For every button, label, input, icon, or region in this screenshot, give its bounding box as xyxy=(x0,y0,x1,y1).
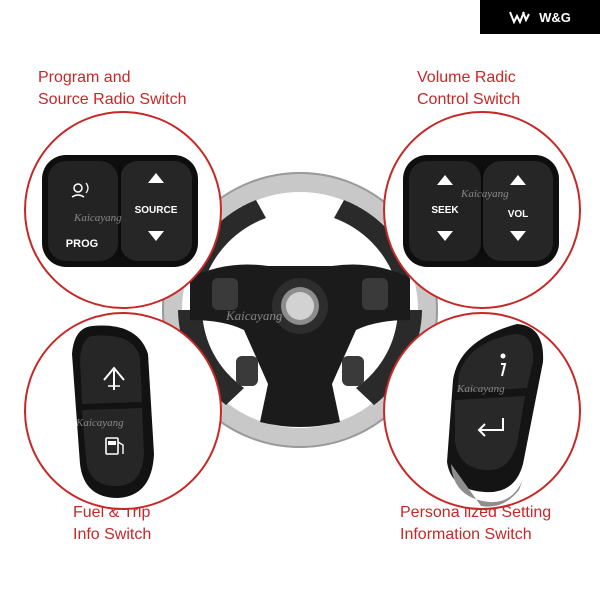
watermark: Kaicayang xyxy=(225,308,283,323)
source-button[interactable] xyxy=(120,161,192,261)
wheel-right-switch xyxy=(362,278,388,310)
wheel-left-switch xyxy=(212,278,238,310)
svg-text:Kaicayang: Kaicayang xyxy=(460,188,509,200)
trip-button[interactable] xyxy=(80,335,142,404)
seek-down-arrow-icon xyxy=(437,231,453,241)
seek-label: SEEK xyxy=(431,205,459,216)
fuel-trip-switch-detail: Kaicayang xyxy=(24,312,222,510)
trip-icon xyxy=(103,366,125,390)
svg-text:Kaicayang: Kaicayang xyxy=(75,417,124,429)
arrow-down-icon xyxy=(148,231,164,241)
brand-banner: W&G xyxy=(480,0,600,34)
info-button[interactable] xyxy=(457,334,534,392)
fuel-button[interactable] xyxy=(82,408,144,486)
svg-text:Kaicayang: Kaicayang xyxy=(456,383,505,395)
info-icon xyxy=(500,353,507,377)
arrow-up-icon xyxy=(148,173,164,183)
volume-control-switch-detail: SEEK VOL Kaicayang xyxy=(383,111,581,309)
wheel-lower-right-switch xyxy=(342,356,364,386)
prog-label: PROG xyxy=(66,238,98,250)
caption-program-source: Program and Source Radio Switch xyxy=(38,69,187,108)
wheel-lower-left-switch xyxy=(236,356,258,386)
voice-command-icon xyxy=(71,182,89,198)
seek-up-arrow-icon xyxy=(437,175,453,185)
source-label: SOURCE xyxy=(135,205,178,216)
fuel-pump-icon xyxy=(105,437,124,455)
brand-name: W&G xyxy=(539,9,571,25)
vol-label: VOL xyxy=(508,209,529,220)
vol-down-arrow-icon xyxy=(510,231,526,241)
brand-logo-icon xyxy=(509,11,531,24)
vol-button[interactable] xyxy=(483,161,553,261)
caption-personalized-setting: Persona lized Setting Information Switch xyxy=(400,504,552,543)
vol-up-arrow-icon xyxy=(510,175,526,185)
enter-icon xyxy=(477,418,504,437)
personalized-setting-switch-detail: Kaicayang xyxy=(383,312,581,510)
enter-button[interactable] xyxy=(455,396,525,471)
program-source-switch-detail: SOURCE PROG Kaicayang xyxy=(24,111,222,309)
caption-volume-control: Volume Radic Control Switch xyxy=(417,69,521,108)
svg-text:Kaicayang: Kaicayang xyxy=(73,212,122,224)
prog-voice-button[interactable] xyxy=(48,161,118,261)
seek-button[interactable] xyxy=(409,161,481,261)
